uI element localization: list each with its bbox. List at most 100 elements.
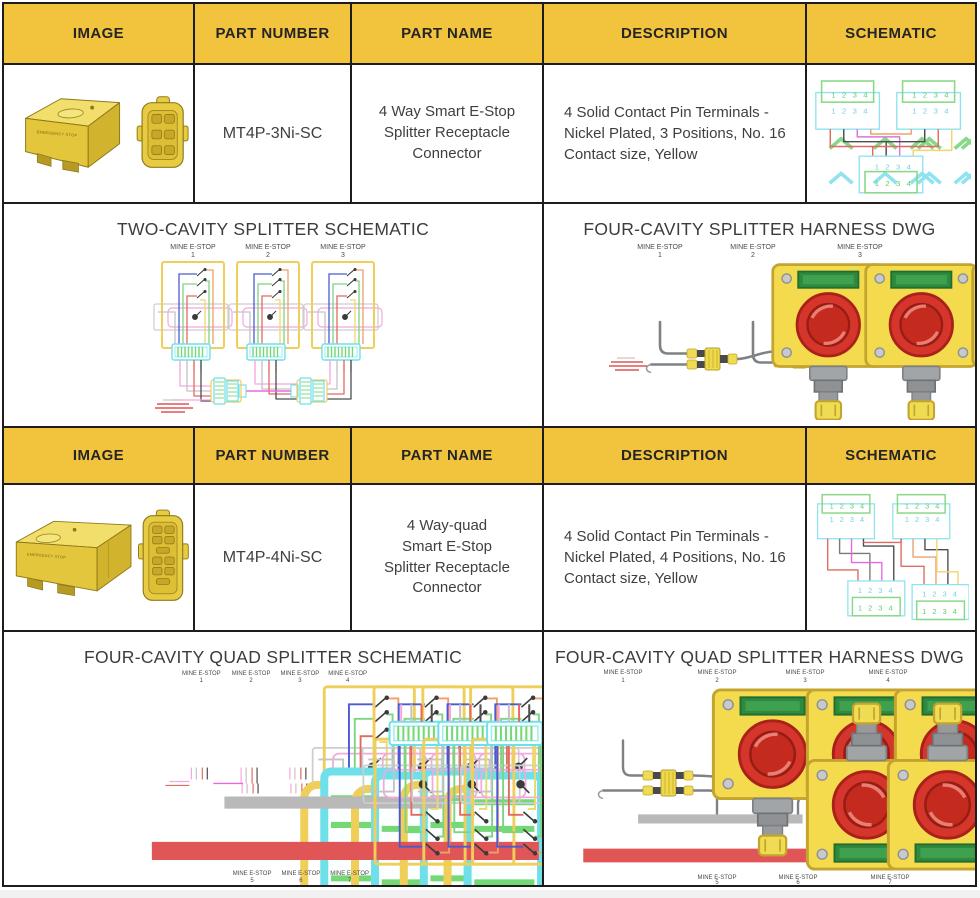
column-header-schematic: SCHEMATIC	[807, 428, 975, 485]
pinout-schematic-3way: 1 2 3 4 1 2 3 4 1 2 3 4 1 2 3 4	[815, 79, 971, 194]
pin-numbers: 1 2 3 4	[830, 501, 867, 510]
product-photo-4way-quad: EMERGENCY STOP	[15, 509, 189, 601]
estop-unit-label: MINE E-STOP	[837, 244, 883, 251]
pin-numbers: 1 2 3 4	[831, 106, 869, 115]
pin-numbers: 1 2 3 4	[912, 106, 950, 115]
schematic-section-title: FOUR-CAVITY QUAD SPLITTER SCHEMATIC	[83, 647, 463, 667]
estop-unit-number: 6	[796, 880, 800, 884]
red-annotation-marks	[154, 399, 194, 413]
quad-splitter	[642, 769, 693, 797]
estop-unit-label: MINE E-STOP	[330, 871, 369, 877]
estop-unit-number: 7	[888, 880, 892, 884]
estop-unit-number: 1	[200, 678, 204, 684]
splitter-connector-cluster	[210, 377, 242, 405]
estop-unit-number: 2	[751, 252, 755, 259]
description-line: 4 Solid Contact Pin Terminals -	[564, 103, 769, 121]
pin-numbers: 1 2 3 4	[905, 515, 942, 524]
part-number-cell: MT4P-4Ni-SC	[195, 485, 352, 632]
pinout-schematic-4way: 1 2 3 4 1 2 3 4 1 2 3 4 1 2 3 4 1 2 3 4	[816, 493, 969, 620]
connector-face-view	[136, 95, 189, 168]
estop-unit-number: 4	[346, 678, 350, 684]
schematic-section-title: TWO-CAVITY SPLITTER SCHEMATIC	[116, 219, 430, 239]
y-splitter	[686, 347, 737, 371]
estop-unit-label: MINE E-STOP	[170, 244, 216, 251]
emergency-stop-label: EMERGENCY STOP	[36, 129, 77, 138]
pin-numbers: 1 2 3 4	[831, 90, 869, 99]
estop-unit-number: 3	[858, 252, 862, 259]
pin-numbers: 1 2 3 4	[875, 179, 913, 188]
estop-unit-label: MINE E-STOP	[868, 670, 907, 676]
estop-unit-number: 5	[250, 878, 254, 884]
estop-unit-label: MINE E-STOP	[697, 875, 736, 881]
column-header-description: DESCRIPTION	[544, 428, 807, 485]
estop-unit-label: MINE E-STOP	[870, 875, 909, 881]
emergency-stop-label: EMERGENCY STOP	[26, 552, 66, 559]
estop-unit-number: 6	[299, 878, 303, 884]
pin-numbers: 1 2 3 4	[912, 90, 950, 99]
estop-unit-label: MINE E-STOP	[603, 670, 642, 676]
pin-numbers: 1 2 3 4	[858, 585, 895, 594]
splitter-schematic-panel: TWO-CAVITY SPLITTER SCHEMATIC MINE E-STO…	[4, 204, 544, 428]
estop-unit-label: MINE E-STOP	[245, 244, 291, 251]
estop-unit-label: MINE E-STOP	[233, 871, 272, 877]
estop-unit-label: MINE E-STOP	[232, 671, 271, 677]
part-name-line: Connector	[412, 144, 482, 162]
description-line: Contact size, Yellow	[564, 146, 698, 164]
part-name-line: 4 Way-quad	[406, 517, 488, 535]
part-name-line: Smart E-Stop	[401, 537, 493, 555]
estop-unit-label: MINE E-STOP	[282, 871, 321, 877]
estop-button-station	[864, 263, 975, 420]
harness-drawing-panel: FOUR-CAVITY QUAD SPLITTER HARNESS DWG MI…	[544, 632, 975, 885]
estop-unit-label: MINE E-STOP	[730, 244, 776, 251]
description-cell: 4 Solid Contact Pin Terminals - Nickel P…	[544, 485, 807, 632]
red-annotation-marks	[607, 357, 648, 371]
estop-unit-label: MINE E-STOP	[328, 671, 367, 677]
page-bottom-strip	[0, 890, 980, 898]
description-line: Nickel Plated, 4 Positions, No. 16	[564, 548, 786, 566]
estop-unit-label: MINE E-STOP	[320, 244, 366, 251]
estop-unit-number: 5	[715, 880, 719, 884]
estop-unit-number: 3	[298, 678, 302, 684]
product-image-cell: EMERGENCY STOP	[4, 65, 195, 204]
two-cavity-splitter-schematic: MINE E-STOP 1 MINE E-STOP 2 MINE E-STOP …	[153, 244, 383, 413]
harness-drawing-panel: FOUR-CAVITY SPLITTER HARNESS DWG MINE E-…	[544, 204, 975, 428]
part-name-line: Splitter Receptacle	[384, 124, 510, 142]
estop-unit-label: MINE E-STOP	[637, 244, 683, 251]
estop-unit-number: 3	[341, 252, 345, 259]
four-cavity-splitter-harness-dwg: MINE E-STOP 1 MINE E-STOP 2 MINE E-STOP …	[607, 244, 975, 420]
part-name-line: Splitter Receptacle	[384, 558, 510, 576]
harness-section-title: FOUR-CAVITY SPLITTER HARNESS DWG	[583, 219, 936, 239]
harness-section-title: FOUR-CAVITY QUAD SPLITTER HARNESS DWG	[554, 647, 965, 667]
part-name-line: Connector	[412, 579, 482, 597]
column-header-image: IMAGE	[4, 428, 195, 485]
description-line: Contact size, Yellow	[564, 570, 698, 588]
estop-unit-number: 4	[886, 678, 890, 684]
pin-numbers: 1 2 3 4	[830, 515, 867, 524]
product-photo-3way: EMERGENCY STOP	[24, 95, 189, 173]
estop-unit-label: MINE E-STOP	[778, 875, 817, 881]
column-header-part-number: PART NUMBER	[195, 428, 352, 485]
column-header-part-name: PART NAME	[352, 428, 544, 485]
estop-unit-number: 1	[621, 678, 625, 684]
connector-face-view	[137, 509, 189, 601]
column-header-part-name: PART NAME	[352, 4, 544, 65]
part-name-cell: 4 Way-quad Smart E-Stop Splitter Recepta…	[352, 485, 544, 632]
part-number-cell: MT4P-3Ni-SC	[195, 65, 352, 204]
estop-circuit-box	[153, 261, 233, 373]
estop-unit-number: 7	[348, 878, 352, 884]
pinout-schematic-cell: 1 2 3 4 1 2 3 4 1 2 3 4 1 2 3 4 1 2 3 4	[807, 485, 975, 632]
pin-numbers: 1 2 3 4	[922, 589, 959, 598]
estop-unit-number: 1	[658, 252, 662, 259]
estop-unit-number: 2	[249, 678, 253, 684]
quad-splitter-schematic: MINE E-STOP 1 MINE E-STOP 2 MINE E-STOP …	[126, 671, 542, 885]
estop-unit-label: MINE E-STOP	[697, 670, 736, 676]
column-header-part-number: PART NUMBER	[195, 4, 352, 65]
column-header-image: IMAGE	[4, 4, 195, 65]
estop-unit-number: 1	[191, 252, 195, 259]
description-cell: 4 Solid Contact Pin Terminals - Nickel P…	[544, 65, 807, 204]
estop-unit-number: 2	[266, 252, 270, 259]
part-name-cell: 4 Way Smart E-Stop Splitter Receptacle C…	[352, 65, 544, 204]
estop-unit-label: MINE E-STOP	[785, 670, 824, 676]
